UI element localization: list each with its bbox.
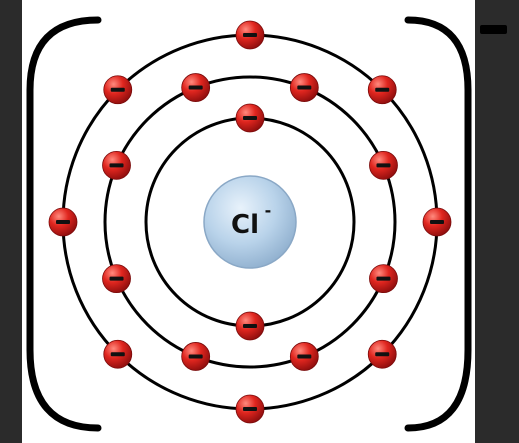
electron-minus-sign bbox=[243, 407, 257, 411]
electron-minus-sign bbox=[297, 354, 311, 358]
electron-16 bbox=[104, 340, 132, 368]
electron-7 bbox=[290, 342, 318, 370]
electron-minus-sign bbox=[56, 220, 70, 224]
electron-minus-sign bbox=[110, 277, 124, 281]
electron-minus-sign bbox=[375, 88, 389, 92]
electron-17 bbox=[49, 208, 77, 236]
electron-8 bbox=[182, 342, 210, 370]
electron-minus-sign bbox=[375, 352, 389, 356]
electron-5 bbox=[369, 151, 397, 179]
electron-minus-sign bbox=[189, 86, 203, 90]
electron-15 bbox=[236, 395, 264, 423]
electron-10 bbox=[103, 265, 131, 293]
electron-4 bbox=[290, 74, 318, 102]
electron-minus-sign bbox=[110, 163, 124, 167]
electron-minus-sign bbox=[243, 116, 257, 120]
electron-18 bbox=[104, 76, 132, 104]
electron-1 bbox=[236, 104, 264, 132]
electron-minus-sign bbox=[111, 88, 125, 92]
electron-14 bbox=[368, 340, 396, 368]
electron-9 bbox=[103, 151, 131, 179]
electron-3 bbox=[182, 74, 210, 102]
electron-12 bbox=[368, 76, 396, 104]
electron-minus-sign bbox=[189, 354, 203, 358]
ion-charge-superscript: - bbox=[265, 201, 272, 220]
electron-2 bbox=[236, 312, 264, 340]
electron-minus-sign bbox=[111, 352, 125, 356]
electron-6 bbox=[369, 265, 397, 293]
electron-minus-sign bbox=[430, 220, 444, 224]
ion-symbol: Cl bbox=[231, 210, 259, 240]
electron-minus-sign bbox=[297, 86, 311, 90]
electron-11 bbox=[236, 21, 264, 49]
electron-minus-sign bbox=[243, 324, 257, 328]
bracket-charge-minus bbox=[480, 25, 507, 34]
electron-minus-sign bbox=[376, 277, 390, 281]
electron-minus-sign bbox=[243, 33, 257, 37]
electron-13 bbox=[423, 208, 451, 236]
electron-minus-sign bbox=[376, 163, 390, 167]
